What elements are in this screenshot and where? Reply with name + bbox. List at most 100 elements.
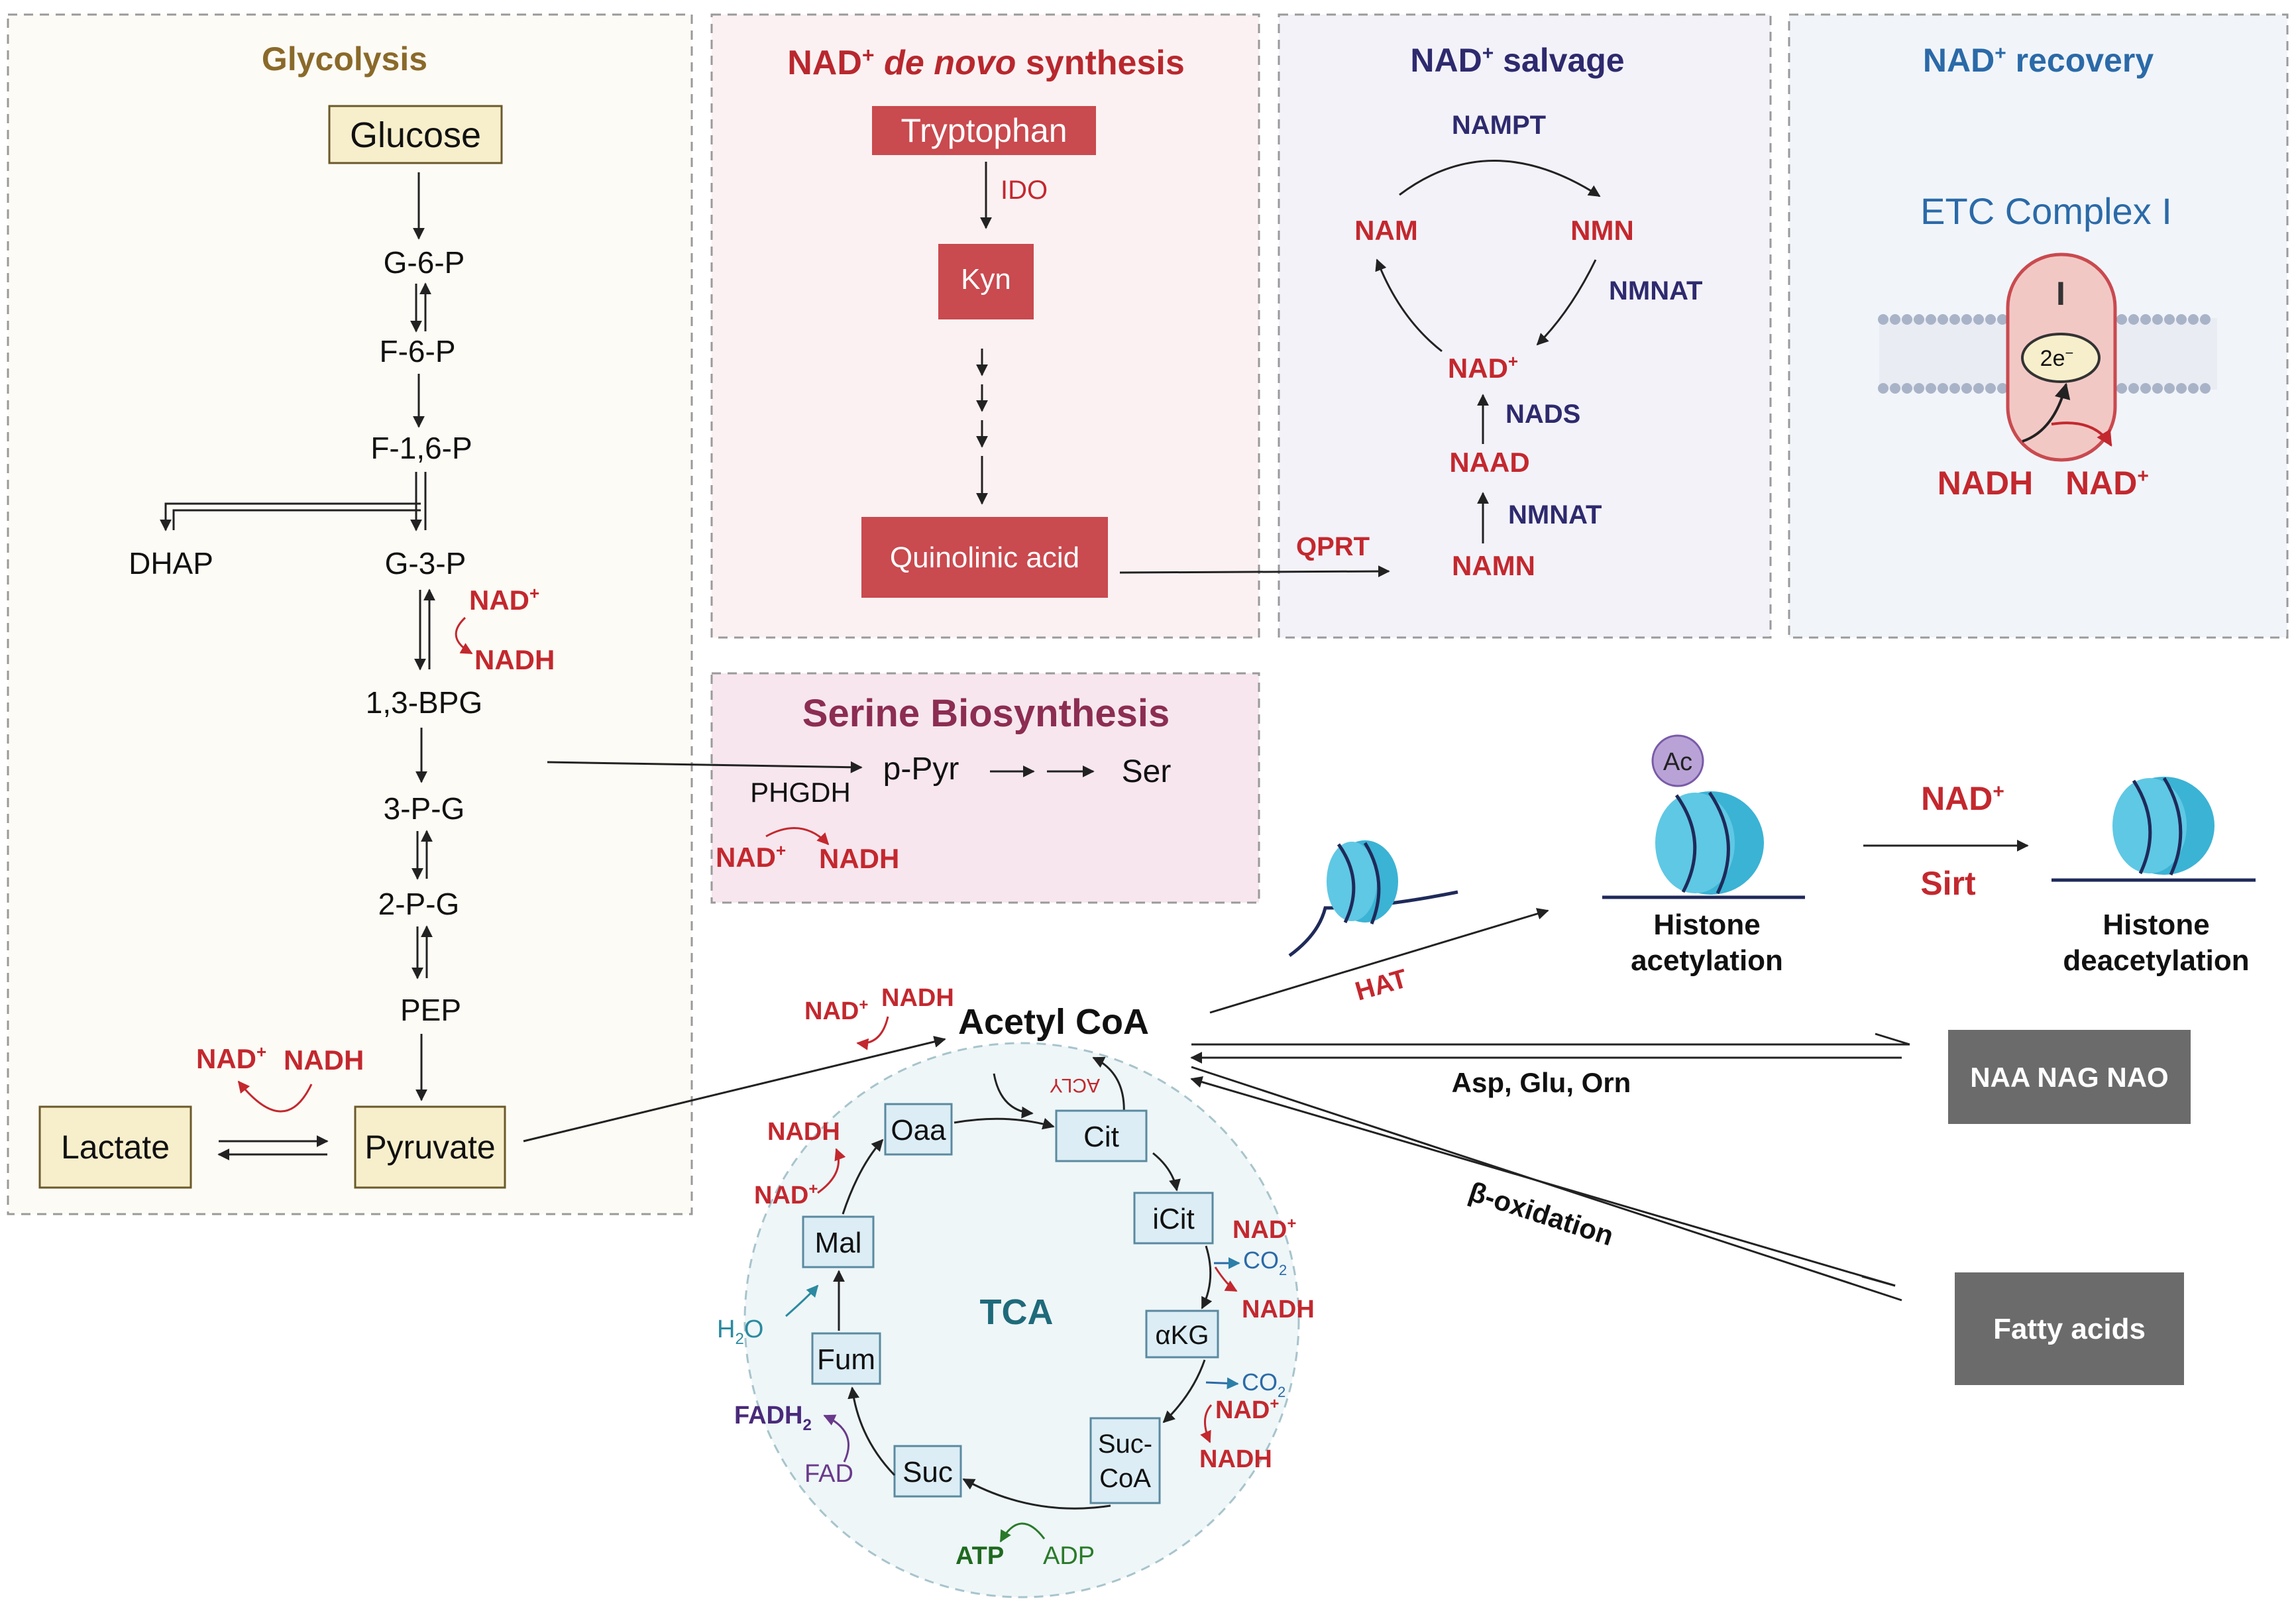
g3p-label: G-3-P [385, 546, 466, 581]
nucleosome-2: Ac [1602, 734, 1805, 899]
glycolysis-title: Glycolysis [262, 40, 427, 78]
lipid-head [2152, 383, 2163, 394]
lipid-head [2140, 383, 2151, 394]
quinolinic-label: Quinolinic acid [890, 541, 1079, 574]
lipid-head [1926, 383, 1936, 394]
tca-nadh-icit: NADH [1242, 1296, 1315, 1323]
salvage-panel: NAD+ salvage [1278, 13, 1772, 639]
tryptophan-box [872, 106, 1096, 155]
lipid-head [2188, 383, 2199, 394]
nmnat1-label: NMNAT [1609, 276, 1702, 306]
g3p-nad: NAD+ [469, 583, 539, 616]
tca-oaa: Oaa [884, 1103, 953, 1156]
acetyl-group [1651, 734, 1704, 787]
nam-label: NAM [1354, 215, 1418, 246]
serine-nadh: NADH [819, 843, 899, 874]
kyn-box [938, 244, 1034, 319]
lipid-head [2164, 383, 2175, 394]
lipid-head [2116, 383, 2127, 394]
lipid-head [1926, 314, 1936, 325]
recovery-title: NAD+ recovery [1923, 42, 2154, 79]
tca-atp: ATP [956, 1542, 1004, 1570]
ac-label: Ac [1663, 748, 1692, 776]
lipid-head [2164, 314, 2175, 325]
naa-box [1948, 1030, 2191, 1124]
tca-fad: FAD [804, 1460, 853, 1488]
pyruvate-box [354, 1105, 506, 1189]
svg-text:Suc-: Suc- [1098, 1429, 1152, 1459]
denovo-title: NAD+ de novo synthesis [787, 43, 1185, 82]
tca-label: TCA [980, 1292, 1054, 1332]
tca-nad-akg: NAD+ [1215, 1395, 1279, 1424]
qprt-label: QPRT [1296, 532, 1370, 561]
electrons-label: 2e− [2040, 345, 2074, 371]
lipid-head [1997, 383, 2008, 394]
recovery-nadh: NADH [1938, 465, 2033, 502]
tca-suc: Suc [893, 1445, 962, 1498]
svg-text:Oaa: Oaa [891, 1114, 946, 1146]
salvage-pathway: NAMPT NAM NMN NMNAT NAD+ NADS NAAD NMNAT… [1354, 111, 1702, 581]
nmn-label: NMN [1570, 215, 1634, 246]
namn-label: NAMN [1452, 550, 1535, 581]
naa-label: NAA NAG NAO [1970, 1062, 2168, 1093]
acetyl-nadh: NADH [881, 984, 954, 1012]
g3p-nadh: NADH [474, 644, 555, 675]
tca-fadh2: FADH2 [734, 1402, 812, 1434]
bpg-label: 1,3-BPG [366, 685, 482, 720]
f16p-label: F-1,6-P [370, 431, 472, 465]
fatty-label: Fatty acids [1993, 1313, 2146, 1345]
hat-label: HAT [1352, 964, 1410, 1007]
svg-text:Suc: Suc [902, 1456, 953, 1488]
recovery-nad: NAD+ [2065, 465, 2149, 502]
tryptophan-label: Tryptophan [901, 112, 1067, 149]
complex-i-label: I [2056, 275, 2065, 312]
serine-panel: Serine Biosynthesis [710, 672, 1260, 904]
lipid-head [1997, 314, 2008, 325]
tca-akg: αKG [1145, 1310, 1219, 1359]
fatty-box [1955, 1272, 2184, 1385]
ido-label: IDO [1001, 176, 1048, 205]
lipid-head [2116, 314, 2127, 325]
glucose-box [328, 105, 503, 164]
svg-text:Mal: Mal [815, 1227, 862, 1259]
tca-adp: ADP [1043, 1542, 1095, 1570]
amino-acids-label: Asp, Glu, Orn [1452, 1067, 1631, 1098]
lipid-head [2152, 314, 2163, 325]
glycolysis-pathway: Glucose G-6-P F-6-P F-1,6-P DHAP G-3-P N… [38, 105, 555, 1189]
tca-cycle: TCA Oaa Cit iCit αKG Suc- CoA Suc Fum [717, 1103, 1315, 1570]
lactate-box [38, 1105, 192, 1189]
svg-text:αKG: αKG [1156, 1321, 1209, 1350]
pep-label: PEP [400, 993, 461, 1027]
glycolysis-panel: Glycolysis [7, 13, 693, 1215]
acly-label: ACLY [1050, 1074, 1100, 1096]
glucose-label: Glucose [350, 115, 481, 155]
histone-deacetylation-label-1: Histone [2103, 909, 2209, 941]
nmnat2-label: NMNAT [1508, 500, 1602, 530]
boxidation-label: β-oxidation [1465, 1176, 1617, 1252]
lipid-head [2176, 383, 2187, 394]
tca-nadh-oaa: NADH [767, 1118, 840, 1146]
lipid-head [1985, 383, 1996, 394]
lipid-head [1973, 314, 1984, 325]
salvage-nad: NAD+ [1448, 351, 1518, 384]
ppyr-label: p-Pyr [883, 752, 959, 787]
tca-mal: Mal [802, 1215, 875, 1268]
salvage-title: NAD+ salvage [1410, 42, 1624, 79]
tca-co2-2: CO2 [1242, 1369, 1285, 1400]
lipid-head [1914, 383, 1924, 394]
tca-fum: Fum [811, 1332, 881, 1385]
nucleosome-1 [1288, 840, 1458, 958]
svg-text:Fum: Fum [817, 1343, 875, 1376]
lipid-head [2188, 314, 2199, 325]
lipid-head [1938, 383, 1948, 394]
etc-label: ETC Complex I [1920, 190, 2172, 232]
lipid-head [2200, 314, 2211, 325]
tca-nadh-akg: NADH [1199, 1445, 1272, 1473]
lipid-head [1902, 314, 1912, 325]
tca-nad-mal: NAD+ [754, 1180, 818, 1209]
lactate-label: Lactate [61, 1129, 170, 1166]
lipid-head [1878, 314, 1888, 325]
electron-ellipse [2021, 333, 2101, 383]
3pg-label: 3-P-G [384, 791, 465, 826]
sirt-nad: NAD+ [1921, 780, 2004, 817]
